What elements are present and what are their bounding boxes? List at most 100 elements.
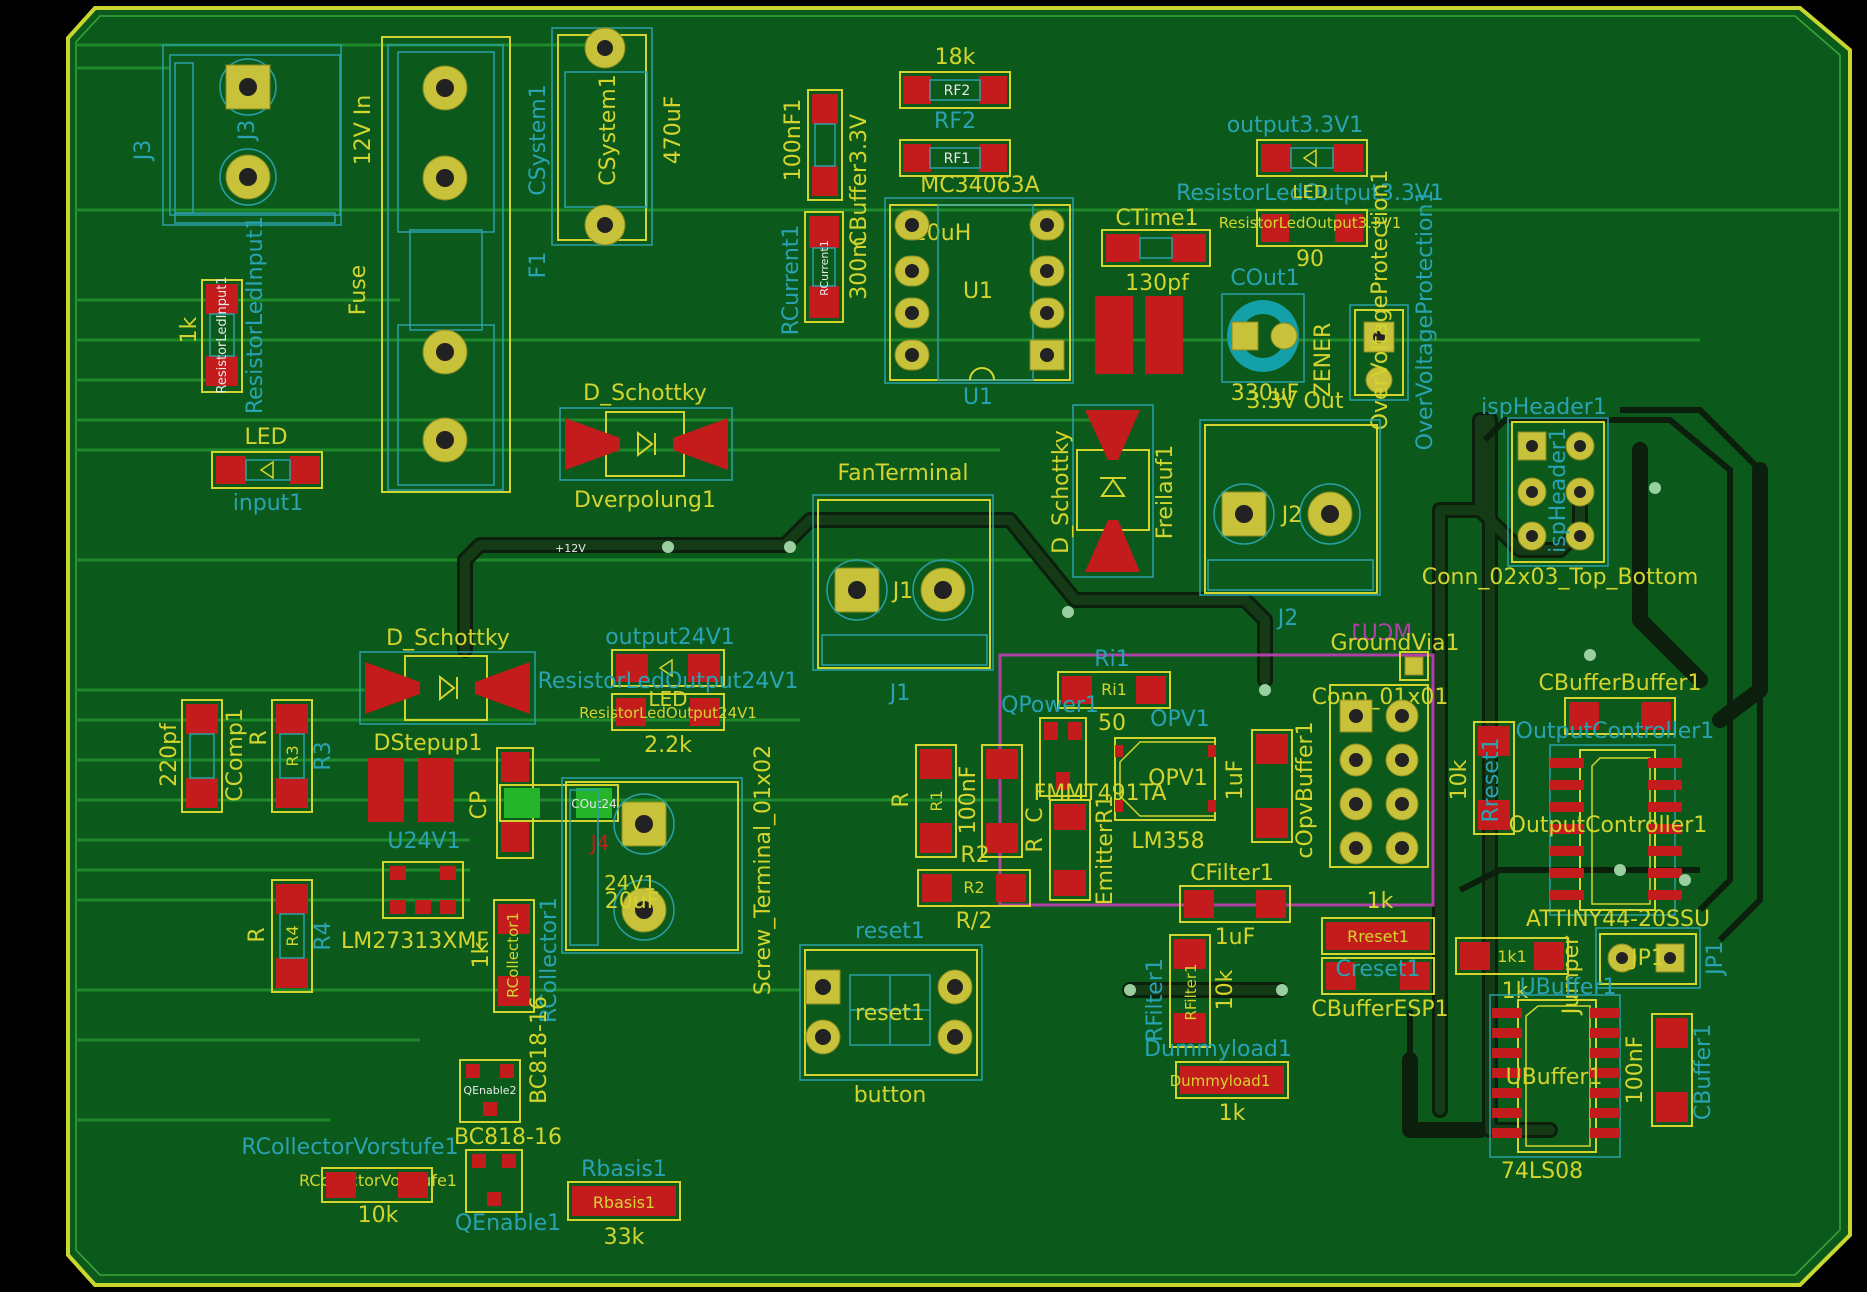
zener-label: ZENER: [1311, 323, 1336, 398]
ispheader-ref: ispHeader1: [1481, 395, 1607, 420]
ubuffer-ic[interactable]: [1489, 994, 1621, 1158]
input1-led[interactable]: [211, 451, 323, 489]
isp-header[interactable]: [1507, 417, 1609, 567]
j2-terminal[interactable]: [1199, 419, 1381, 596]
r4-resistor[interactable]: [271, 879, 313, 993]
u24v1-ic[interactable]: [382, 861, 464, 919]
10k-reset-label: 10k: [1447, 759, 1472, 800]
freilauf-diode[interactable]: [1072, 404, 1154, 578]
j1-terminal[interactable]: [812, 494, 994, 671]
1k-resled-input: 1k: [177, 316, 202, 343]
rf1-resistor[interactable]: [899, 139, 1011, 177]
vias: [662, 482, 1691, 886]
button-label: button: [854, 1083, 927, 1108]
1uf-label: 1uF: [1215, 925, 1256, 950]
jp1-jumper[interactable]: [1595, 927, 1701, 989]
dummyload-resistor[interactable]: [1175, 1061, 1289, 1099]
r2-resistor[interactable]: [917, 869, 1031, 907]
copvbuffer-capacitor[interactable]: [1251, 729, 1293, 843]
output24v1-label: output24V1: [605, 625, 735, 650]
rf2-resistor[interactable]: [899, 71, 1011, 109]
u1-ic[interactable]: [884, 197, 1074, 384]
jp1-fab: JP1: [1703, 941, 1728, 977]
output24-led[interactable]: [611, 649, 725, 687]
freilauf1-label: Freilauf1: [1153, 445, 1178, 540]
220pf-label: 220pf: [157, 722, 182, 787]
resled-out33-fab: ResistorLedOutput3.3V1: [1176, 181, 1444, 206]
rf1-pad-label: RF1: [944, 151, 971, 167]
rcollector-pad: RCollector1: [504, 912, 522, 998]
cfilter1-capacitor[interactable]: [1179, 885, 1291, 923]
output33-led[interactable]: [1256, 139, 1368, 177]
j4-screw-terminal[interactable]: [561, 777, 743, 954]
bc818-top-label: BC818-16: [527, 996, 552, 1104]
r3-resistor[interactable]: [271, 699, 313, 813]
cbuffer33-capacitor[interactable]: [807, 89, 843, 201]
mc34063a-label: MC34063A: [920, 173, 1039, 198]
isp-routing: [1407, 407, 1763, 1130]
emitter-label: EmitterR1: [1093, 795, 1118, 906]
dummyload-fab: Dummyload1: [1144, 1037, 1292, 1062]
24v1-label: 24V1: [604, 871, 656, 895]
rf2-fab: RF2: [934, 109, 976, 134]
cp-capacitor[interactable]: [496, 747, 534, 859]
cout1-capacitor[interactable]: [1221, 293, 1305, 383]
ctime1-capacitor[interactable]: [1101, 229, 1211, 267]
resled-input-fab: ResistorLedInput1: [243, 216, 268, 414]
rfilter1-label: RFilter1: [1143, 958, 1168, 1042]
resled24-resistor[interactable]: [611, 693, 725, 731]
reset-button[interactable]: [799, 944, 983, 1081]
ri1-resistor[interactable]: [1057, 671, 1171, 709]
rcurrent1-fab: RCurrent1: [779, 225, 804, 336]
ccomp1-capacitor[interactable]: [181, 699, 223, 813]
resled-input-pad: ResistorLedInput1: [215, 276, 230, 393]
cbufferbuffer-capacitor[interactable]: [1564, 697, 1676, 735]
qpower1-transistor[interactable]: [1039, 717, 1087, 797]
csystem1-capacitor[interactable]: [551, 27, 653, 246]
j1-fab: J1: [888, 681, 911, 706]
csystem1-fab: CSystem1: [526, 84, 551, 195]
1k-rcollector: 1k: [469, 941, 494, 968]
dstepup-diode[interactable]: [359, 651, 536, 725]
u1-ref: U1: [963, 279, 993, 304]
qenable2-transistor[interactable]: [459, 1059, 521, 1123]
attiny-ic[interactable]: [1549, 744, 1682, 916]
cout24-capacitor[interactable]: [499, 784, 619, 822]
rfilter1-resistor[interactable]: [1169, 934, 1211, 1048]
groundvia-pad[interactable]: [1399, 651, 1429, 681]
r1-resistor[interactable]: [915, 744, 957, 858]
mcu-header[interactable]: [1329, 684, 1429, 868]
dverpolung-diode[interactable]: [559, 407, 733, 481]
j3-fab-label: J3: [131, 140, 156, 163]
1uf-left-label: 1uF: [1223, 760, 1248, 801]
dummyload-pad: Dummyload1: [1170, 1072, 1271, 1090]
overvoltage-diode[interactable]: [1349, 304, 1409, 401]
rreset-resistor[interactable]: [1321, 917, 1435, 955]
opv1-ic[interactable]: [1114, 737, 1216, 821]
r-half-label: R/2: [956, 909, 993, 934]
emitter-resistor[interactable]: [1049, 799, 1091, 901]
cbuffer1-capacitor[interactable]: [1651, 1013, 1693, 1127]
resled-out33-resistor[interactable]: [1256, 209, 1368, 247]
resled-input-resistor[interactable]: [201, 279, 243, 393]
c-100nf-capacitor[interactable]: [981, 744, 1023, 858]
rcurrent1-resistor[interactable]: [804, 211, 844, 323]
r1k1-resistor[interactable]: [1455, 937, 1569, 975]
led-top-label: LED: [1292, 182, 1327, 203]
2-2k-label: 2.2k: [644, 733, 692, 758]
qenable1-transistor[interactable]: [465, 1149, 523, 1213]
rreset-vertical-resistor[interactable]: [1473, 721, 1515, 835]
rcollvor-fab: RCollectorVorstufe1: [241, 1135, 458, 1160]
rbasis-resistor[interactable]: [567, 1181, 681, 1221]
jcp-label: J4: [589, 831, 610, 855]
j3-terminal[interactable]: [162, 44, 342, 226]
fuse-holder[interactable]: [381, 36, 511, 493]
rcollvor-resistor[interactable]: [321, 1167, 433, 1203]
overvoltage-ref: OverVoltageProtection1: [1368, 170, 1393, 431]
d-schottky-left-label: D_Schottky: [386, 626, 510, 651]
rcollector-resistor[interactable]: [493, 899, 535, 1013]
r-lbl2: R: [1023, 837, 1048, 852]
rreset1-fab: Rreset1: [1479, 737, 1504, 822]
creset-capacitor[interactable]: [1321, 957, 1435, 995]
led-left-label: LED: [244, 425, 287, 450]
